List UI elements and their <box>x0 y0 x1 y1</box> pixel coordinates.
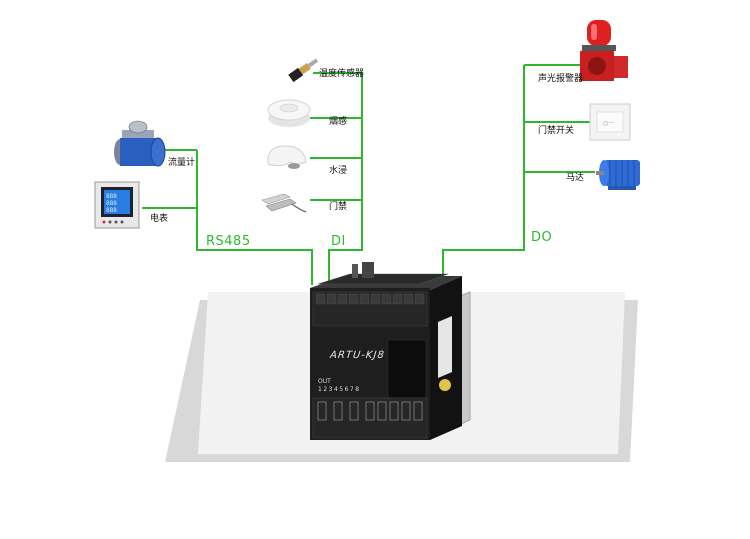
connection-lines <box>142 64 595 285</box>
svg-text:888: 888 <box>106 193 117 200</box>
water-sensor-icon <box>267 145 307 169</box>
do-bus-label: DO <box>531 230 553 245</box>
svg-text:888: 888 <box>106 200 117 207</box>
door-magnet-label: 门禁 <box>329 202 348 212</box>
door-switch-label: 门禁开关 <box>538 126 575 136</box>
di-line <box>328 73 363 285</box>
smoke-detector-icon <box>267 99 311 127</box>
water-sensor-label: 水浸 <box>329 166 348 176</box>
svg-text:○···: ○··· <box>603 120 614 127</box>
motor-label: 马达 <box>566 173 585 183</box>
door-magnet-icon <box>261 193 307 213</box>
di-bus-label: DI <box>331 234 346 249</box>
motor-icon <box>596 160 640 190</box>
power-meter-label: 电表 <box>150 214 169 224</box>
device-out-label: OUT <box>318 378 331 385</box>
flowmeter-icon <box>114 120 166 167</box>
do-line <box>442 65 525 285</box>
controller-device <box>310 262 471 440</box>
device-out-numbers: 12345678 <box>318 386 361 393</box>
temperature-sensor-icon <box>288 58 319 83</box>
rs485-line <box>196 150 313 285</box>
svg-text:888: 888 <box>106 207 117 214</box>
device-model-label: ARTU-KJ8 <box>329 350 386 361</box>
siren-alarm-icon <box>580 20 628 81</box>
temperature-sensor-label: 温度传感器 <box>319 69 365 79</box>
flowmeter-label: 流量计 <box>168 158 196 168</box>
rs485-bus-label: RS485 <box>206 234 251 249</box>
siren-alarm-label: 声光报警器 <box>538 74 584 84</box>
door-switch-icon: ○··· <box>589 103 631 141</box>
smoke-detector-label: 烟感 <box>329 117 348 127</box>
